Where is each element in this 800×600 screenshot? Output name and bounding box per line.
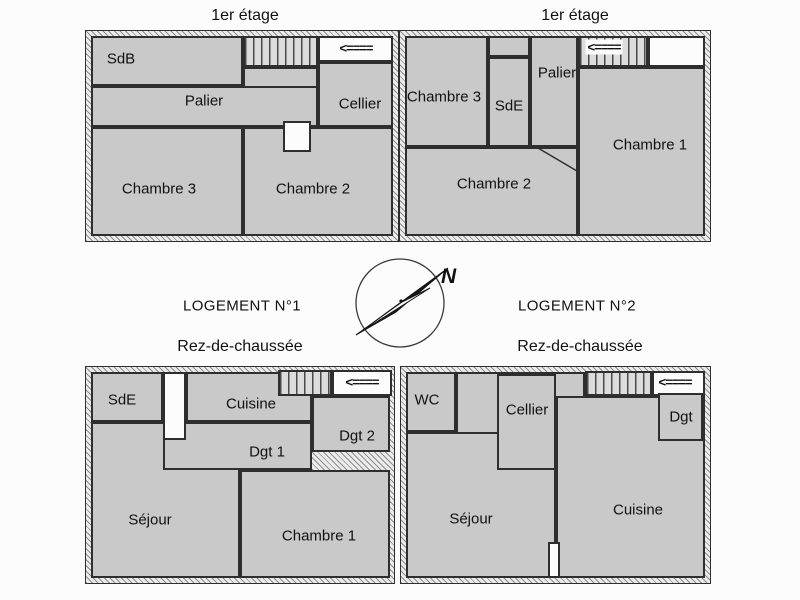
stairs-icon-bl [278, 370, 332, 396]
entry-strip-bl [163, 372, 186, 440]
room-cellier-l2 [497, 374, 556, 470]
door-slot-br [548, 542, 560, 578]
room-sdb [91, 36, 243, 86]
room-palier-l2-ext [488, 36, 530, 57]
floor-title-tl: 1er étage [211, 7, 279, 24]
room-dgt-l2 [658, 393, 703, 441]
room-label-cellier-l2: Cellier [505, 401, 549, 419]
stairs-icon-tl [243, 36, 318, 67]
room-label-chambre2-l2: Chambre 2 [456, 175, 532, 193]
room-sde-l2 [488, 57, 530, 147]
duct-notch-tl [283, 121, 311, 152]
room-label-chambre3-l2: Chambre 3 [406, 88, 482, 106]
room-palier-l1 [91, 86, 318, 127]
room-label-sde-l1: SdE [107, 391, 137, 409]
room-sde-l1 [91, 372, 163, 422]
stair-landing-white-tr [648, 36, 705, 67]
room-wc-l2 [406, 372, 456, 432]
compass-rose: N [355, 258, 457, 348]
room-label-sejour-l1: Séjour [128, 511, 172, 529]
room-label-chambre1-l2: Chambre 1 [612, 136, 688, 154]
floor-title-bl: Rez-de-chaussée [177, 338, 303, 355]
compass-center-dot [399, 299, 403, 303]
room-label-dgt-l2: Dgt [669, 408, 693, 426]
compass-needle-dark [355, 267, 449, 336]
room-label-chambre2-l1: Chambre 2 [275, 180, 351, 198]
stairs-icon-br [585, 371, 652, 396]
room-label-wc-l2: WC [414, 391, 440, 409]
stairs-direction-arrow-bl: <==== [343, 374, 381, 390]
floor-title-tr: 1er étage [541, 7, 609, 24]
room-label-sejour-l2: Séjour [449, 510, 493, 528]
compass-needle-light [355, 287, 431, 336]
room-cellier-l1 [318, 62, 393, 127]
room-chambre1-l2 [578, 67, 705, 236]
floor-title-br: Rez-de-chaussée [517, 338, 643, 355]
room-label-chambre3-l1: Chambre 3 [121, 180, 197, 198]
room-palier-l2 [530, 36, 578, 147]
stairs-direction-arrow-br: <==== [656, 374, 694, 390]
room-label-sdb: SdB [106, 50, 136, 68]
room-label-palier-l2: Palier [537, 64, 577, 82]
room-dgt2-l1 [312, 396, 390, 452]
room-label-palier-l1: Palier [184, 92, 224, 110]
room-label-cellier-l1: Cellier [338, 95, 382, 113]
logement1-label: LOGEMENT N°1 [182, 297, 302, 315]
room-label-dgt2-l1: Dgt 2 [339, 427, 375, 445]
compass-circle [355, 258, 445, 348]
room-sejour-l2 [406, 432, 556, 578]
room-chambre2-l1 [243, 127, 393, 236]
stairs-direction-arrow-tr: <==== [585, 39, 623, 55]
room-label-dgt1-l1: Dgt 1 [249, 443, 285, 461]
room-label-sde-l2: SdE [494, 97, 524, 115]
logement2-label: LOGEMENT N°2 [517, 297, 637, 315]
room-label-cuisine-l1: Cuisine [225, 395, 277, 413]
room-dgt1-l1 [163, 422, 312, 470]
compass-north-label: N [441, 265, 457, 288]
room-chambre3-l2 [405, 36, 488, 147]
room-chambre3-l1 [91, 127, 243, 236]
room-filler-under-stairs-tl [243, 67, 318, 88]
room-label-chambre1-l1: Chambre 1 [281, 527, 357, 545]
room-chambre1-l1 [240, 470, 390, 578]
room-label-cuisine-l2: Cuisine [612, 501, 664, 519]
stairs-direction-arrow-tl: <==== [337, 40, 375, 56]
